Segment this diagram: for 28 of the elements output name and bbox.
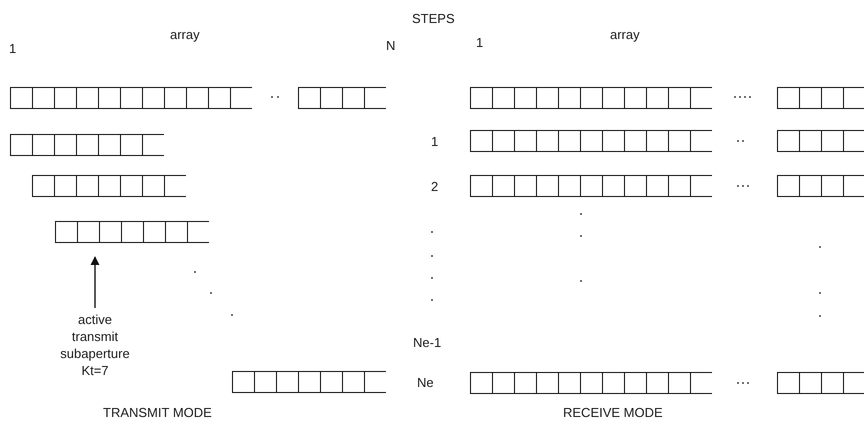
step-number: 2 <box>431 180 438 193</box>
mode-caption: TRANSMIT MODE <box>103 406 212 419</box>
transducer-array <box>777 175 864 197</box>
transducer-array <box>10 87 252 109</box>
axis-label: array <box>170 28 200 41</box>
steps-heading: STEPS <box>412 12 455 25</box>
transducer-array <box>470 175 712 197</box>
transducer-array <box>470 372 712 394</box>
element-index: N <box>386 39 396 52</box>
arrow <box>90 256 100 308</box>
axis-label: array <box>610 28 640 41</box>
element-index: 1 <box>9 42 16 55</box>
step-number: Ne <box>417 376 434 389</box>
step-number: 1 <box>431 135 438 148</box>
transducer-array <box>777 87 864 109</box>
callout-text: active transmit subaperture Kt=7 <box>50 312 140 380</box>
transducer-array <box>777 130 864 152</box>
transducer-array <box>32 175 186 197</box>
step-number: Ne-1 <box>413 336 442 349</box>
transducer-array <box>10 134 164 156</box>
transducer-array <box>232 371 386 393</box>
transducer-array <box>55 221 209 243</box>
element-index: 1 <box>476 36 484 49</box>
transducer-array <box>470 87 712 109</box>
transducer-array <box>298 87 386 109</box>
transducer-array <box>777 372 864 394</box>
mode-caption: RECEIVE MODE <box>563 406 663 419</box>
transducer-array <box>470 130 712 152</box>
